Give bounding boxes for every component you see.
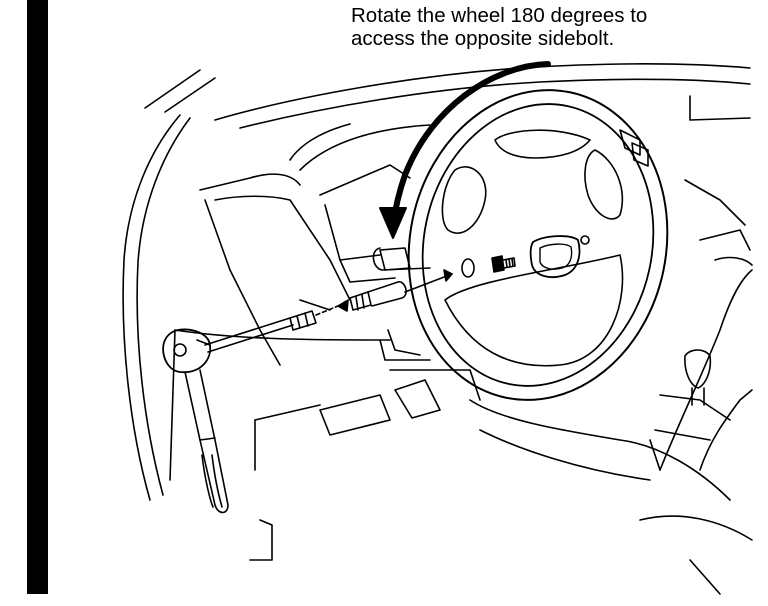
left-border-bar <box>27 0 48 594</box>
caption-line-2: access the opposite sidebolt. <box>351 27 615 50</box>
steering-column <box>372 247 431 356</box>
instruction-caption: Rotate the wheel 180 degrees to access t… <box>351 4 761 50</box>
lower-dash <box>169 329 481 481</box>
sidebolt <box>491 255 516 273</box>
steering-wheel <box>407 89 669 401</box>
ratchet-wrench <box>162 281 407 514</box>
shift-lever <box>649 349 731 471</box>
caption-line-1: Rotate the wheel 180 degrees to <box>351 4 648 27</box>
rotation-arrow-icon <box>379 61 551 239</box>
insert-arrow <box>404 269 453 293</box>
driver-seat <box>469 269 753 595</box>
door-frame <box>122 69 273 561</box>
